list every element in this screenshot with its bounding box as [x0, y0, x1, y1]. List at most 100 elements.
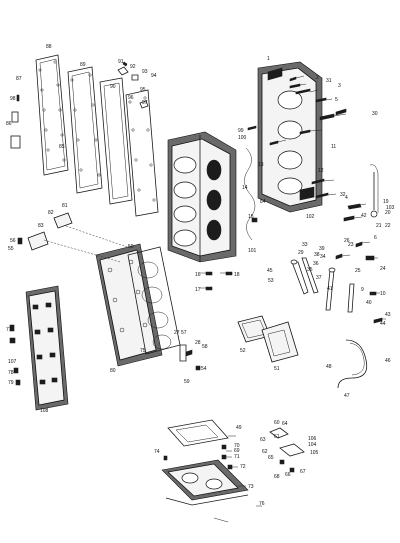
callout-37: 37	[316, 275, 322, 281]
callout-labels: 1 2 3 4 5 6 9 10 11 12 13 14 15 16 17 18…	[6, 44, 395, 507]
callout-27: 27	[174, 330, 180, 336]
callout-16: 16	[195, 272, 201, 278]
callout-95: 95	[140, 87, 146, 93]
callout-70: 70	[234, 443, 240, 449]
callout-75: 75	[140, 348, 146, 354]
callout-88: 88	[46, 44, 52, 50]
hose	[337, 339, 368, 389]
callout-82: 82	[48, 210, 54, 216]
inner-exhaust-plate	[99, 77, 133, 205]
callout-100: 100	[238, 135, 247, 141]
callout-35: 35	[307, 267, 313, 273]
callout-108: 108	[40, 408, 49, 414]
callout-38: 38	[314, 252, 320, 258]
callout-78: 78	[8, 370, 14, 376]
callout-40: 40	[366, 300, 372, 306]
callout-66: 66	[285, 472, 291, 478]
callout-29: 29	[298, 250, 304, 256]
callout-9: 9	[361, 287, 364, 293]
callout-60: 60	[274, 420, 280, 426]
callout-56: 56	[10, 238, 16, 244]
callout-69: 69	[234, 448, 240, 454]
callout-6: 6	[374, 235, 377, 241]
callout-48: 48	[326, 364, 332, 370]
callout-79: 79	[8, 380, 14, 386]
callout-102: 102	[306, 214, 315, 220]
callout-64: 64	[282, 421, 288, 427]
callout-84: 84	[260, 199, 266, 205]
callout-101: 101	[248, 248, 257, 254]
callout-71: 71	[234, 454, 240, 460]
callout-44: 44	[380, 321, 386, 327]
callout-107: 107	[8, 359, 17, 365]
callout-106: 106	[308, 436, 317, 442]
gasket-lower	[167, 419, 229, 447]
callout-61: 61	[274, 434, 280, 440]
callout-93: 93	[142, 69, 148, 75]
callout-57: 57	[181, 330, 187, 336]
callout-89: 89	[80, 62, 86, 68]
callout-22: 22	[385, 223, 391, 229]
cylinder-block	[167, 131, 237, 263]
callout-41: 41	[327, 286, 333, 292]
callout-12: 12	[318, 168, 324, 174]
exhaust-cover-plate	[67, 66, 103, 194]
crankcase-half	[257, 61, 323, 213]
callout-45: 45	[267, 268, 273, 274]
callout-28: 28	[195, 340, 201, 346]
callout-50: 50	[128, 244, 134, 250]
callout-65: 65	[268, 455, 274, 461]
callout-25: 25	[355, 268, 361, 274]
callout-14: 14	[242, 185, 248, 191]
screw-line	[213, 517, 229, 523]
exhaust-cover-gasket	[35, 54, 69, 176]
callout-74: 74	[154, 449, 160, 455]
callout-39: 39	[319, 246, 325, 252]
callout-30: 30	[372, 111, 378, 117]
callout-54: 54	[201, 366, 207, 372]
intake-manifold	[25, 285, 69, 411]
callout-1: 1	[267, 56, 270, 62]
callout-49: 49	[236, 425, 242, 431]
callout-18: 18	[234, 272, 240, 278]
callout-73: 73	[248, 484, 254, 490]
callout-92: 92	[130, 64, 136, 70]
studs-center	[205, 271, 233, 291]
callout-52: 52	[240, 348, 246, 354]
callout-51: 51	[274, 366, 280, 372]
adapter-plate	[161, 459, 249, 506]
callout-76: 76	[259, 501, 265, 507]
callout-58: 58	[202, 344, 208, 350]
callout-72: 72	[240, 464, 246, 470]
callout-24: 24	[380, 266, 386, 272]
callout-53: 53	[268, 278, 274, 284]
left-fasteners	[9, 324, 21, 386]
callout-31: 31	[326, 78, 332, 84]
callout-19: 19	[383, 199, 389, 205]
callout-43: 43	[385, 312, 391, 318]
callout-90: 90	[110, 84, 116, 90]
callout-55: 55	[8, 246, 14, 252]
bypass-valve	[179, 344, 201, 371]
callout-5: 5	[335, 97, 338, 103]
callout-103: 103	[386, 205, 395, 211]
small-lower-parts	[163, 427, 305, 473]
callout-4: 4	[345, 195, 348, 201]
connecting-rods	[290, 241, 383, 324]
callout-11: 11	[331, 144, 336, 150]
thermostat-housing	[17, 212, 131, 263]
right-tube-and-valve	[343, 172, 378, 222]
small-bracket-parts	[10, 61, 149, 149]
hose-inner	[349, 342, 365, 376]
callout-83: 83	[38, 223, 44, 229]
callout-105: 105	[310, 450, 319, 456]
callout-98: 98	[10, 96, 16, 102]
callout-15: 15	[248, 214, 254, 220]
inner-exhaust-gasket	[125, 89, 159, 217]
callout-77: 77	[6, 327, 12, 333]
callout-96: 96	[128, 95, 134, 101]
leader-lines	[200, 75, 386, 507]
callout-42: 42	[361, 213, 367, 219]
block-bracket	[244, 147, 256, 241]
